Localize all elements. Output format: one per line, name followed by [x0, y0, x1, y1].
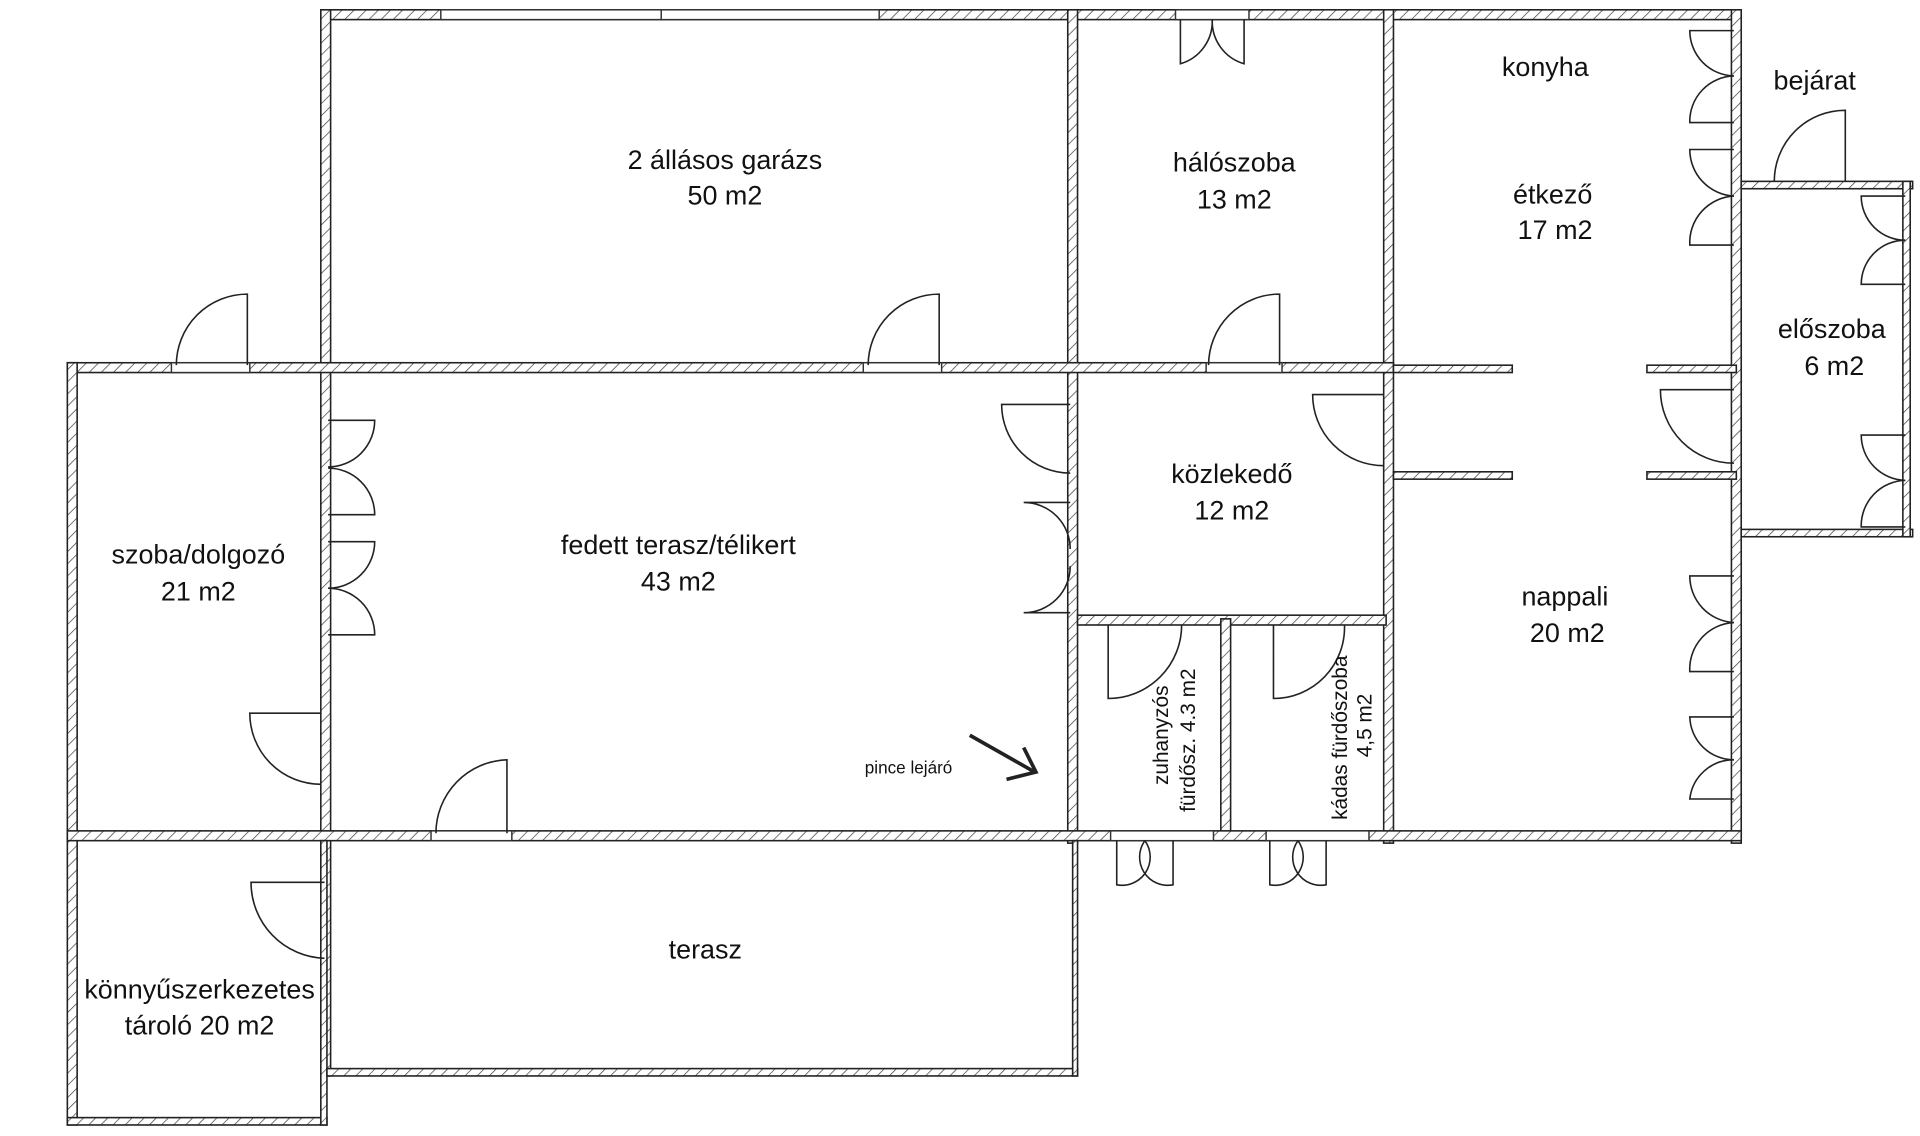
winter-garden-name: fedett terasz/télikert — [561, 530, 796, 560]
door-swing-icon — [1138, 840, 1174, 887]
door-swing-icon — [1107, 624, 1183, 700]
door-swing-icon — [1291, 840, 1327, 887]
study-name: szoba/dolgozó — [112, 540, 286, 570]
door-swing-icon — [1688, 195, 1734, 246]
door-swing-icon — [435, 758, 508, 834]
tub-bath-name: kádas fürdőszoba — [1329, 655, 1352, 820]
door-swing-icon — [1311, 393, 1384, 467]
door-swing-icon — [1688, 148, 1734, 197]
door-swing-icon — [328, 540, 376, 590]
door-swing-icon — [1860, 434, 1906, 482]
door-swing-icon — [175, 293, 249, 366]
door-swing-icon — [1688, 29, 1734, 77]
door-swing-icon — [328, 467, 376, 516]
shower-bath-name: zuhanyzós — [1150, 686, 1173, 786]
living-area: 20 m2 — [1530, 618, 1605, 648]
door-swing-icon — [1688, 621, 1734, 673]
door-swing-icon — [1688, 758, 1734, 800]
dining-area: 17 m2 — [1518, 215, 1593, 245]
windows — [170, 9, 1370, 842]
door-swing-icon — [1115, 840, 1151, 887]
cellar-stairs-arrow-icon — [968, 733, 1039, 782]
entrance-name: bejárat — [1774, 65, 1857, 95]
door-swing-icon — [1207, 293, 1281, 366]
study-area: 21 m2 — [161, 576, 236, 606]
hall-name: előszoba — [1778, 314, 1886, 344]
door-swing-icon — [1688, 575, 1734, 624]
door-swing-icon — [1860, 195, 1906, 241]
door-swing-icon — [328, 587, 376, 636]
living-name: nappali — [1521, 581, 1608, 611]
storage-name: könnyűszerkezetes — [84, 975, 315, 1005]
door-swing-icon — [1023, 566, 1071, 614]
door-swing-icon — [1211, 19, 1245, 65]
bedroom-area: 13 m2 — [1197, 184, 1272, 214]
door-swing-icon — [248, 712, 321, 786]
garage-name: 2 állásos garázs — [628, 145, 823, 175]
door-swing-icon — [328, 419, 376, 468]
door-swing-icon — [1688, 716, 1734, 761]
door-swing-icon — [1000, 403, 1071, 474]
door-swing-icon — [1659, 388, 1734, 465]
door-swing-icon — [250, 881, 325, 960]
door-swing-icon — [1023, 501, 1071, 550]
room-labels: 2 állásos garázs 50 m2 hálószoba 13 m2 k… — [84, 52, 1885, 1040]
door-swing-icon — [1773, 109, 1847, 182]
terrace-name: terasz — [669, 934, 742, 964]
doors — [175, 19, 1906, 960]
garage-area: 50 m2 — [687, 181, 762, 211]
shower-bath-area: fürdősz. 4.3 m2 — [1177, 668, 1200, 812]
bedroom-name: hálószoba — [1173, 148, 1296, 178]
door-swing-icon — [1269, 840, 1305, 887]
hall-area: 6 m2 — [1804, 351, 1864, 381]
tub-bath-area: 4,5 m2 — [1353, 694, 1376, 758]
winter-garden-area: 43 m2 — [641, 567, 716, 597]
kitchen-name: konyha — [1502, 52, 1589, 82]
door-swing-icon — [1860, 239, 1906, 286]
door-swing-icon — [1860, 479, 1906, 528]
corridor-name: közlekedő — [1171, 459, 1292, 489]
corridor-area: 12 m2 — [1194, 496, 1269, 526]
walls — [66, 9, 1914, 1126]
door-swing-icon — [1179, 19, 1214, 65]
door-swing-icon — [1272, 624, 1346, 700]
cellar-label: pince lejáró — [865, 757, 953, 777]
dining-name: étkező — [1513, 179, 1592, 209]
storage-area: tároló 20 m2 — [125, 1010, 275, 1040]
door-swing-icon — [867, 293, 940, 366]
door-swing-icon — [1688, 75, 1734, 124]
